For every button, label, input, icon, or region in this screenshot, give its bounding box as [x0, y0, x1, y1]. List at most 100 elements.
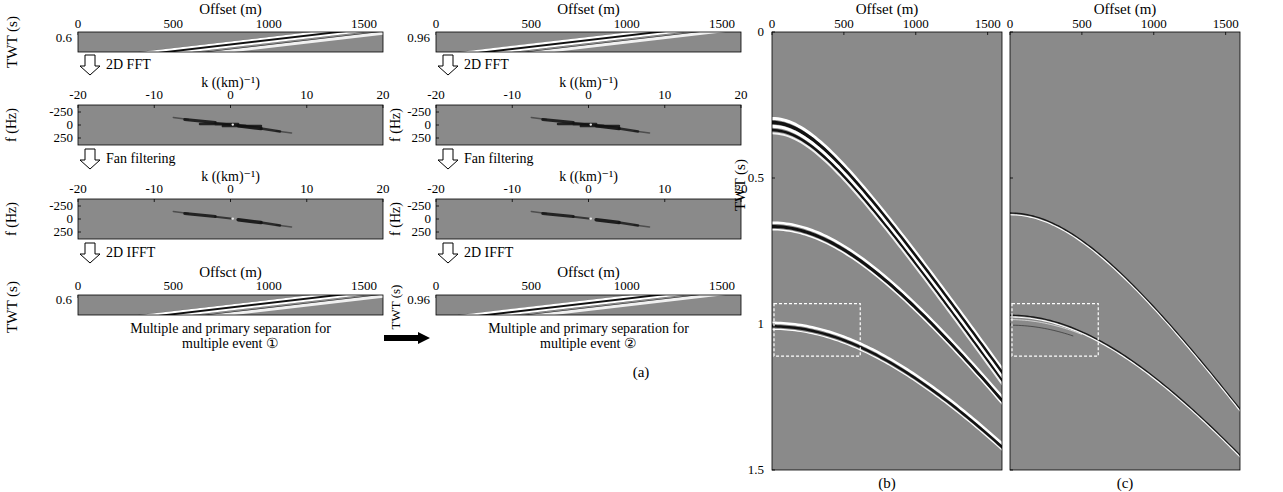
axis-title: Offset (m) — [1094, 1, 1157, 18]
tick-mark — [1010, 32, 1011, 35]
tick-mark — [306, 105, 307, 108]
tick-mark — [383, 105, 384, 108]
process-arrow — [438, 55, 458, 75]
plot-frame — [436, 105, 741, 145]
tick-label: 0.6 — [56, 31, 72, 45]
tick-mark — [843, 32, 844, 35]
tick-label: 0 — [758, 25, 765, 39]
tick-label: 1000 — [1141, 17, 1167, 31]
tick-label: 0 — [585, 182, 592, 196]
tick-label: 1000 — [614, 17, 640, 31]
tick-label: 0.96 — [407, 293, 430, 307]
process-arrow — [80, 55, 100, 75]
tick-label: 250 — [412, 131, 432, 145]
seismic-strip — [436, 32, 741, 52]
tick-label: 500 — [834, 17, 854, 31]
tick-label: 0 — [769, 17, 776, 31]
plot-frame — [78, 105, 383, 145]
tick-label: 0.96 — [407, 31, 430, 45]
plot-frame — [78, 199, 383, 239]
tick-mark — [154, 105, 155, 108]
tick-mark — [78, 199, 79, 202]
axis-title: Offsct (m) — [557, 264, 620, 281]
fk-spectrum — [78, 199, 383, 239]
axis-title: TWT (s) — [4, 16, 21, 68]
tick-mark — [78, 112, 81, 113]
tick-label: 1500 — [975, 17, 1001, 31]
process-arrow — [80, 149, 100, 169]
tick-mark — [383, 199, 384, 202]
tick-label: 0 — [227, 88, 234, 102]
step-caption: Multiple and primary separation for mult… — [126, 321, 336, 352]
tick-label: 1500 — [351, 279, 377, 293]
tick-mark — [512, 105, 513, 108]
tick-label: 500 — [164, 17, 184, 31]
tick-label: -20 — [69, 182, 86, 196]
tick-label: 500 — [1072, 17, 1092, 31]
tick-mark — [772, 32, 773, 35]
tick-label: 10 — [300, 182, 313, 196]
seismic-gather — [772, 32, 1002, 470]
tick-mark — [1225, 32, 1226, 35]
panel-label: (b) — [878, 475, 896, 492]
step-label: 2D IFFT — [106, 245, 155, 260]
process-arrow — [438, 149, 458, 169]
tick-mark — [78, 232, 81, 233]
tick-mark — [436, 138, 439, 139]
tick-mark — [306, 199, 307, 202]
tick-label: 1000 — [256, 279, 282, 293]
tick-label: 0 — [75, 279, 82, 293]
tick-mark — [588, 105, 589, 108]
tick-mark — [436, 232, 439, 233]
panel-label: (a) — [633, 364, 650, 381]
tick-mark — [1081, 32, 1082, 35]
plot-frame — [78, 295, 383, 315]
plot-frame — [436, 32, 741, 52]
tick-label: -10 — [504, 182, 521, 196]
axis-title: f (Hz) — [388, 202, 403, 236]
plot-frame — [436, 199, 741, 239]
tick-label: 1000 — [903, 17, 929, 31]
tick-mark — [436, 112, 439, 113]
tick-label: 1 — [758, 317, 765, 331]
plot-frame — [1010, 32, 1240, 470]
tick-label: 0 — [433, 17, 440, 31]
tick-label: 250 — [54, 225, 74, 239]
tick-label: 10 — [300, 88, 313, 102]
axis-title: TWT (s) — [4, 281, 21, 333]
tick-mark — [78, 125, 81, 126]
fk-spectrum — [78, 105, 383, 145]
axis-title: f (Hz) — [4, 108, 19, 142]
tick-label: 1500 — [709, 279, 735, 293]
tick-mark — [741, 105, 742, 108]
dashed-highlight-box — [774, 304, 860, 357]
panel-label: (c) — [1117, 475, 1134, 492]
tick-mark — [78, 105, 79, 108]
axis-title: f (Hz) — [4, 202, 19, 236]
tick-label: 1.5 — [748, 463, 764, 477]
process-arrow — [438, 243, 458, 263]
tick-label: 10 — [658, 182, 671, 196]
axis-title: Offset (m) — [199, 1, 262, 18]
axis-title: f (Hz) — [388, 108, 403, 142]
tick-label: 1000 — [614, 279, 640, 293]
tick-mark — [78, 206, 81, 207]
tick-mark — [664, 105, 665, 108]
process-arrow — [80, 243, 100, 263]
tick-label: -10 — [146, 88, 163, 102]
step-label: 2D FFT — [464, 57, 509, 72]
seismic-strip — [78, 295, 383, 315]
tick-mark — [230, 199, 231, 202]
tick-mark — [915, 32, 916, 35]
step-label: Fan filtering — [464, 151, 534, 166]
dashed-highlight-box — [1012, 304, 1098, 357]
tick-mark — [1010, 32, 1013, 33]
tick-mark — [512, 199, 513, 202]
tick-label: -10 — [146, 182, 163, 196]
tick-mark — [588, 199, 589, 202]
tick-mark — [436, 199, 437, 202]
tick-mark — [1010, 470, 1013, 471]
plot-frame — [772, 32, 1002, 470]
